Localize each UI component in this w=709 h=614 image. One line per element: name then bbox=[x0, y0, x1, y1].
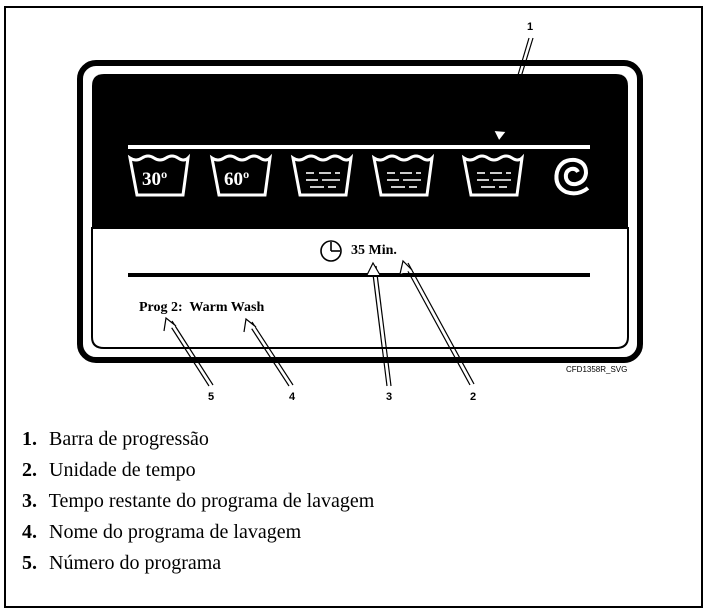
arrow-icon bbox=[493, 37, 534, 143]
wash-tub-icon bbox=[290, 153, 354, 197]
figure-reference-code: CFD1358R_SVG bbox=[566, 365, 628, 374]
legend-item: 2. Unidade de tempo bbox=[22, 455, 374, 486]
legend-number: 4. bbox=[22, 521, 37, 543]
wash-tub-icon bbox=[371, 153, 435, 197]
callout-number: 3 bbox=[386, 391, 393, 403]
legend-number: 5. bbox=[22, 552, 37, 574]
clock-icon bbox=[320, 240, 342, 262]
legend-item: 5. Número do programa bbox=[22, 548, 374, 579]
arrow-icon bbox=[163, 316, 214, 387]
wash-temp-label: 30º bbox=[142, 169, 168, 190]
legend-list: 1. Barra de progressão 2. Unidade de tem… bbox=[22, 424, 374, 579]
legend-number: 2. bbox=[22, 459, 37, 481]
wash-temp-label: 60º bbox=[224, 169, 250, 190]
arrow-icon bbox=[243, 317, 294, 387]
panel-lower-area bbox=[91, 227, 629, 349]
time-remaining-text: 35 Min. bbox=[351, 243, 397, 258]
legend-item: 3. Tempo restante do programa de lavagem bbox=[22, 486, 374, 517]
program-label: Prog 2: Warm Wash bbox=[139, 300, 265, 315]
wash-tub-icon bbox=[127, 153, 191, 197]
callout-number: 4 bbox=[289, 391, 296, 403]
wash-tub-icon bbox=[209, 153, 273, 197]
figure-frame bbox=[4, 6, 703, 608]
legend-text: Unidade de tempo bbox=[49, 459, 196, 481]
panel-display bbox=[92, 74, 628, 228]
arrow-icon bbox=[366, 261, 392, 387]
legend-text: Nome do programa de lavagem bbox=[49, 521, 302, 543]
callout-number: 2 bbox=[470, 391, 477, 403]
callout-number: 5 bbox=[208, 391, 215, 403]
spin-icon bbox=[554, 157, 590, 196]
legend-text: Tempo restante do programa de lavagem bbox=[48, 490, 375, 512]
arrow-icon bbox=[399, 259, 475, 386]
legend-text: Número do programa bbox=[49, 552, 222, 574]
legend-number: 1. bbox=[22, 428, 37, 450]
legend-item: 4. Nome do programa de lavagem bbox=[22, 517, 374, 548]
legend-text: Barra de progressão bbox=[49, 428, 209, 450]
callout-number: 1 bbox=[527, 21, 534, 33]
legend-number: 3. bbox=[22, 490, 37, 512]
legend-item: 1. Barra de progressão bbox=[22, 424, 374, 455]
wash-tub-icon bbox=[461, 153, 525, 197]
